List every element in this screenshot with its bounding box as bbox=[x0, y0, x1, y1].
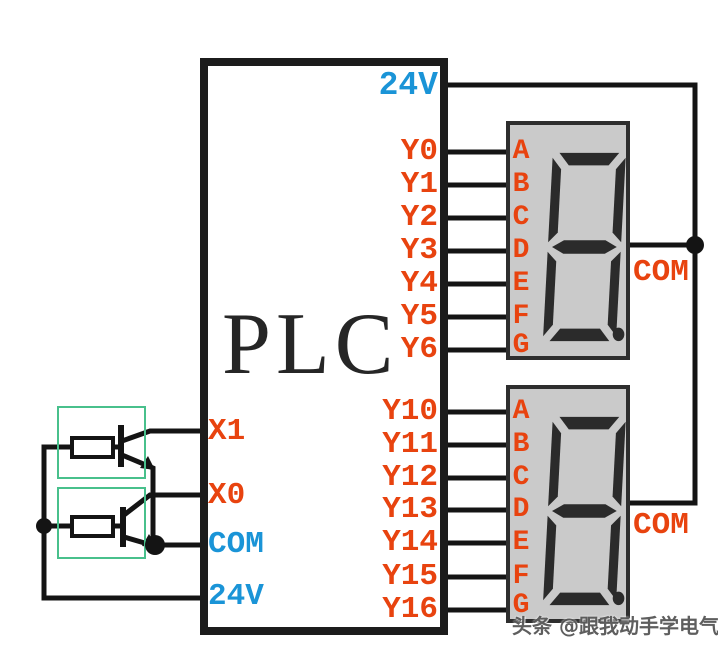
display2-pin-d: D bbox=[512, 494, 530, 525]
seven-segment-display-bottom: A B C D E F G bbox=[506, 385, 630, 623]
plc-terminal-y3: Y3 bbox=[400, 233, 438, 268]
plc-terminal-y14: Y14 bbox=[382, 525, 438, 560]
sensor1-resistor bbox=[70, 436, 115, 459]
plc-terminal-y2: Y2 bbox=[400, 200, 438, 235]
display2-pin-a: A bbox=[512, 396, 530, 427]
wire-x1 bbox=[121, 428, 200, 444]
display2-com-label: COM bbox=[633, 508, 689, 543]
plc-terminal-x1: X1 bbox=[208, 414, 246, 449]
plc-terminal-y12: Y12 bbox=[382, 460, 438, 495]
plc-terminal-y5: Y5 bbox=[400, 299, 438, 334]
display1-pin-d: D bbox=[512, 235, 530, 266]
plc-terminal-com: COM bbox=[208, 527, 264, 562]
display1-pin-a: A bbox=[512, 136, 530, 167]
display2-pin-f: F bbox=[512, 561, 530, 592]
display2-pin-e: E bbox=[512, 527, 530, 558]
watermark-text: 头条 @跟我动手学电气 bbox=[512, 614, 718, 638]
junction-dot-com bbox=[145, 535, 165, 555]
display1-pin-e: E bbox=[512, 268, 530, 299]
plc-terminal-24v-top: 24V bbox=[378, 67, 438, 104]
seven-segment-digit-icon bbox=[543, 416, 626, 606]
plc-title: PLC bbox=[222, 296, 399, 393]
plc-terminal-y13: Y13 bbox=[382, 492, 438, 527]
display2-pin-b: B bbox=[512, 429, 530, 460]
display1-pin-g: G bbox=[512, 330, 530, 361]
plc-terminal-y0: Y0 bbox=[400, 134, 438, 169]
plc-terminal-y6: Y6 bbox=[400, 332, 438, 367]
junction-dot-24v-com bbox=[686, 236, 704, 254]
sensor2-resistor bbox=[70, 515, 115, 538]
junction-dot-left bbox=[36, 518, 52, 534]
sensor1-outline bbox=[57, 406, 146, 479]
wire-x0 bbox=[122, 492, 200, 517]
plc-terminal-y16: Y16 bbox=[382, 592, 438, 627]
plc-terminal-y1: Y1 bbox=[400, 167, 438, 202]
sensor1-emitter-arrow bbox=[140, 456, 155, 470]
plc-terminal-y4: Y4 bbox=[400, 266, 438, 301]
seven-segment-digit-icon bbox=[543, 152, 626, 342]
display2-pin-g: G bbox=[512, 590, 530, 621]
plc-terminal-24v-left: 24V bbox=[208, 579, 264, 614]
display1-com-label: COM bbox=[633, 255, 689, 290]
plc-box bbox=[200, 58, 448, 635]
display1-pin-f: F bbox=[512, 301, 530, 332]
plc-terminal-y11: Y11 bbox=[382, 427, 438, 462]
wire-24v-rail bbox=[448, 82, 698, 506]
sensor2-outline bbox=[57, 487, 146, 559]
seven-segment-display-top: A B C D E F G bbox=[506, 121, 630, 361]
plc-terminal-x0: X0 bbox=[208, 478, 246, 513]
display1-pin-b: B bbox=[512, 169, 530, 200]
display2-pin-c: C bbox=[512, 462, 530, 493]
display1-pin-c: C bbox=[512, 202, 530, 233]
plc-terminal-y10: Y10 bbox=[382, 394, 438, 429]
plc-terminal-y15: Y15 bbox=[382, 559, 438, 594]
